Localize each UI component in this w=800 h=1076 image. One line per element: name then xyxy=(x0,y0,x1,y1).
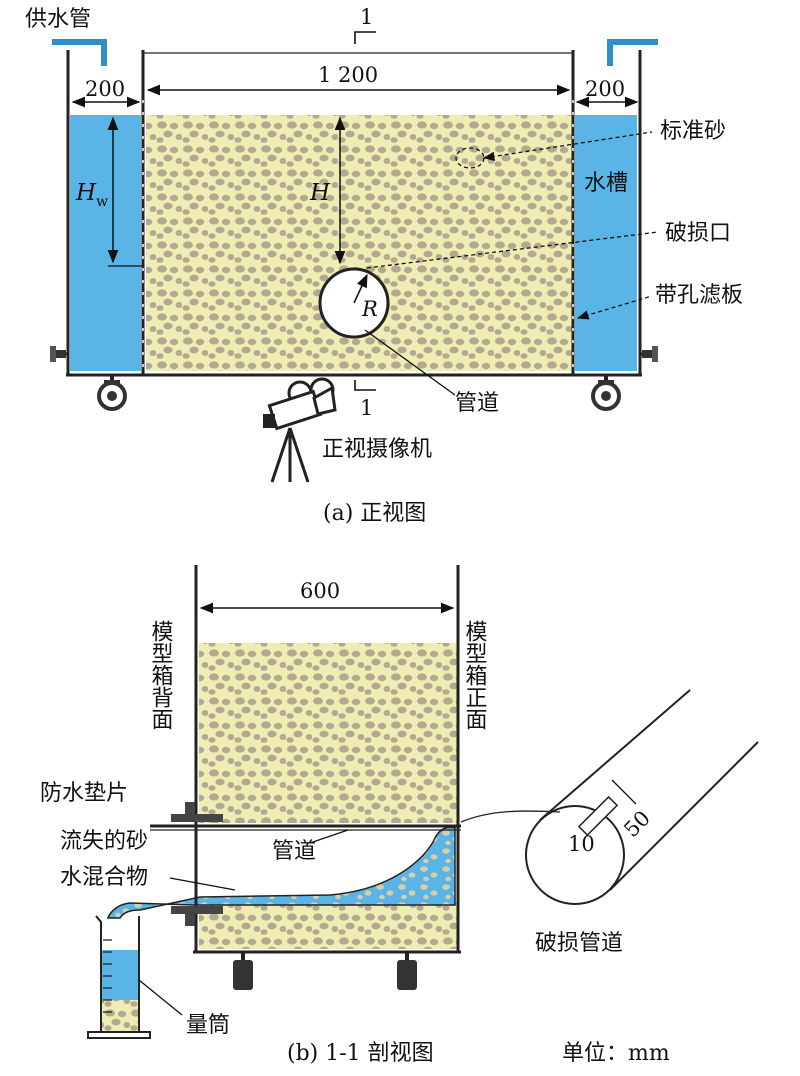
breach-label: 破损口 xyxy=(665,221,731,246)
section-pipe-label: 管道 xyxy=(272,839,316,864)
section-mark-top: 1 xyxy=(360,5,373,29)
wheel-left xyxy=(97,375,127,411)
video-camera-icon xyxy=(263,377,337,483)
dim-line-slot-length xyxy=(611,779,637,805)
dim-right-tank: 200 xyxy=(585,77,625,101)
section-sand-upper xyxy=(199,643,457,823)
unit-label: 单位：mm xyxy=(562,1041,670,1066)
section-mark-bottom-line xyxy=(354,380,376,391)
drain-valve-left xyxy=(50,346,68,362)
perforated-plate-label: 带孔滤板 xyxy=(655,283,743,308)
supply-pipe-right xyxy=(607,39,658,66)
lost-mix-leader xyxy=(169,877,236,891)
dim-left-tank: 200 xyxy=(85,77,125,101)
left-water-tank xyxy=(70,115,141,371)
lost-mix-label-line1: 流失的砂 xyxy=(60,829,148,854)
breach-slot xyxy=(577,795,619,837)
back-face-label: 模型箱背面 xyxy=(148,620,174,730)
radius-arrow xyxy=(353,273,368,304)
cylinder-label: 量筒 xyxy=(186,1013,230,1038)
dim-box: 1 200 xyxy=(318,63,378,87)
waterproof-washer-upper xyxy=(171,802,223,822)
water-tank-label: 水槽 xyxy=(584,171,628,196)
front-view-caption: (a) 正视图 xyxy=(323,501,426,526)
front-view: 供水管 1 1 200 1 200 200 Hw H R 破损口 标准砂 xyxy=(25,5,743,526)
supply-pipe-left xyxy=(52,39,107,66)
section-pipe-leader xyxy=(309,829,349,844)
measuring-cylinder xyxy=(87,915,151,1039)
slot-width-label: 10 xyxy=(568,832,595,856)
drain-valve-right xyxy=(640,346,658,362)
dim-width: 600 xyxy=(300,579,340,603)
slot-length-label: 50 xyxy=(619,806,655,842)
perforated-plate-leader xyxy=(576,295,653,320)
front-face-label: 模型箱正面 xyxy=(462,620,488,730)
washer-label: 防水垫片 xyxy=(40,781,128,806)
standard-sand-leader xyxy=(482,131,653,162)
right-water-tank xyxy=(575,115,637,371)
standard-sand-label: 标准砂 xyxy=(660,119,726,144)
section-sand-lower xyxy=(199,903,457,949)
support-foot-right xyxy=(397,952,417,990)
damaged-pipe-detail xyxy=(460,689,759,905)
pipe-leader xyxy=(364,329,456,396)
radius-label: R xyxy=(361,297,378,321)
section-mark-bottom: 1 xyxy=(360,396,373,420)
pipe-label: 管道 xyxy=(455,391,499,416)
support-foot-left xyxy=(233,952,253,990)
h-label: H xyxy=(309,180,331,206)
damaged-pipe-label: 破损管道 xyxy=(535,931,623,956)
detail-leader xyxy=(460,810,561,823)
hw-label: Hw xyxy=(75,180,108,210)
camera-label: 正视摄像机 xyxy=(322,437,432,462)
section-mark-top-line xyxy=(354,31,376,44)
section-view-caption: (b) 1-1 剖视图 xyxy=(287,1041,434,1066)
cylinder-leader xyxy=(138,979,183,1016)
wheel-right xyxy=(591,375,621,411)
lost-sand-water-mixture xyxy=(106,826,456,919)
waterproof-washer-lower xyxy=(171,906,223,926)
supply-pipe-label: 供水管 xyxy=(25,7,91,32)
section-view: 600 模型箱背面 模型箱正面 防水垫片 管道 流失的砂 水混合物 xyxy=(40,565,759,1066)
lost-mix-label-line2: 水混合物 xyxy=(60,865,148,890)
